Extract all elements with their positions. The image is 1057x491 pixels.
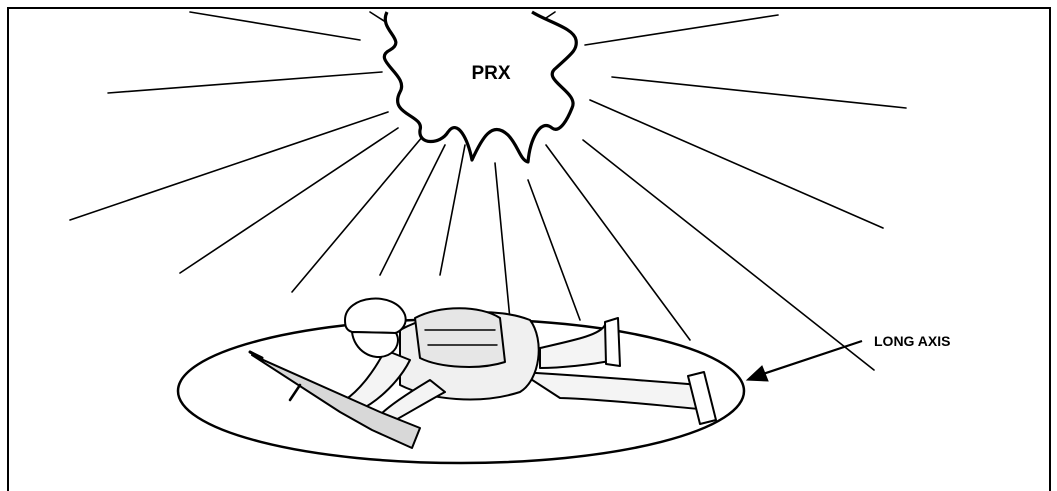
long-axis-callout <box>747 341 862 381</box>
burst-cloud <box>384 12 576 162</box>
long-axis-label: LONG AXIS <box>874 333 951 349</box>
burst-label: PRX <box>471 63 510 84</box>
arrowhead-icon <box>747 366 768 381</box>
